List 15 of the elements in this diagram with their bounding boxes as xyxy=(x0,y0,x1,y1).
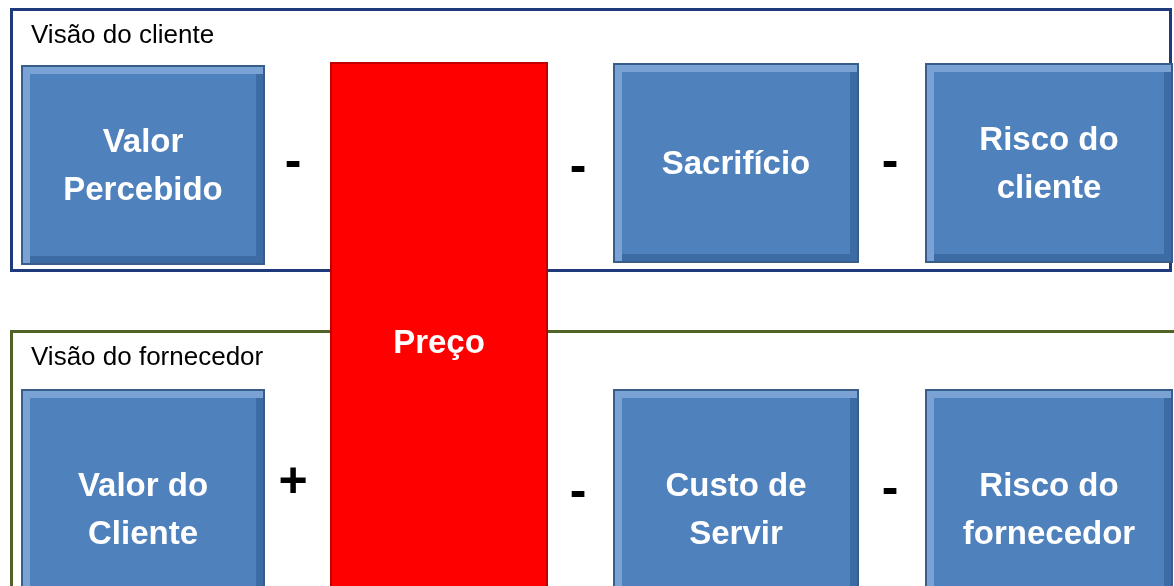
operator-symbol: - xyxy=(881,135,899,185)
process-box: Risco do cliente xyxy=(925,63,1173,263)
panel-title: Visão do cliente xyxy=(31,19,215,50)
process-box: Custo de Servir xyxy=(613,389,859,586)
process-box: Sacrifício xyxy=(613,63,859,263)
highlight-box: Preço xyxy=(330,62,548,586)
panel-title: Visão do fornecedor xyxy=(31,341,264,372)
operator-symbol: - xyxy=(284,135,302,185)
operator-symbol: + xyxy=(278,455,308,505)
process-box: Valor do Cliente xyxy=(21,389,265,586)
process-box: Risco do fornecedor xyxy=(925,389,1173,586)
operator-symbol: - xyxy=(569,140,587,190)
operator-symbol: - xyxy=(881,462,899,512)
process-box: Valor Percebido xyxy=(21,65,265,265)
operator-symbol: - xyxy=(569,465,587,515)
